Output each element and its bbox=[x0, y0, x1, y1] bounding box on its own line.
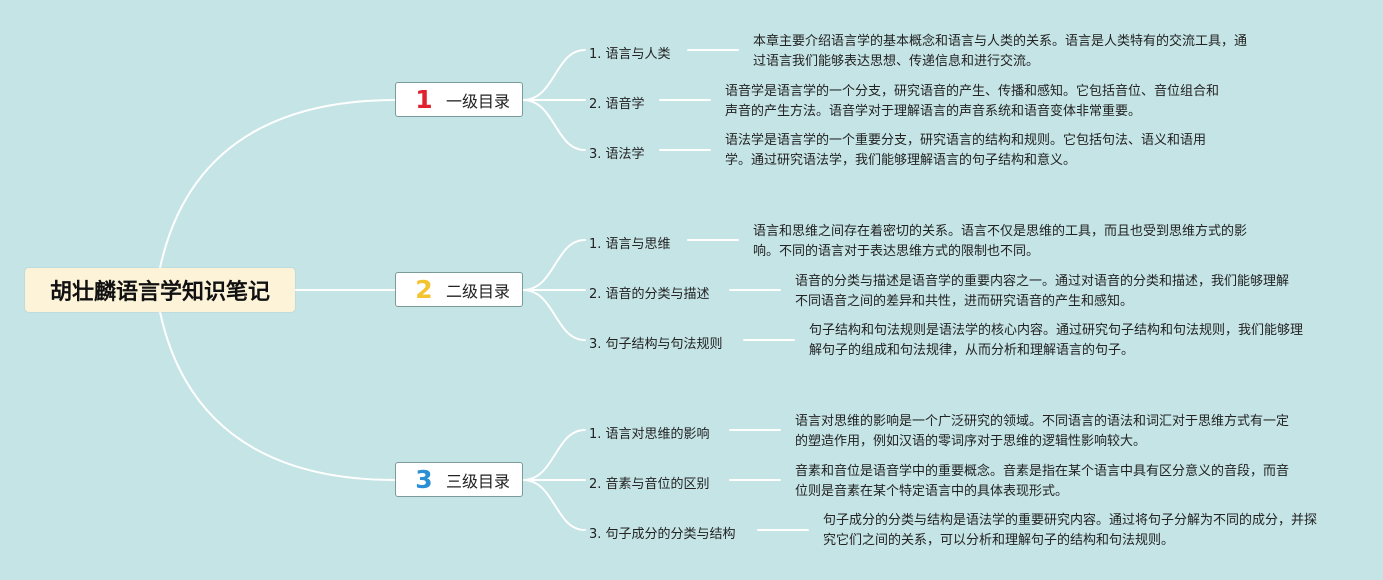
connector-root-branch-3 bbox=[159, 311, 396, 481]
subtopic-2-3[interactable]: 3. 句子结构与句法规则 bbox=[589, 337, 723, 352]
subtopic-1-1[interactable]: 1. 语言与人类 bbox=[589, 47, 671, 62]
subtopic-2-2[interactable]: 2. 语音的分类与描述 bbox=[589, 287, 710, 302]
connector-root-branch-1 bbox=[159, 99, 396, 269]
branch-label-2: 二级目录 bbox=[446, 281, 511, 301]
description-1-3[interactable]: 语法学是语言学的一个重要分支，研究语言的结构和规则。它包括句法、语义和语用学。通… bbox=[725, 133, 1207, 168]
subtopic-3-3[interactable]: 3. 句子成分的分类与结构 bbox=[589, 527, 736, 542]
description-3-2[interactable]: 音素和音位是语音学中的重要概念。音素是指在某个语言中具有区分意义的音段，而音位则… bbox=[795, 464, 1290, 499]
description-3-1[interactable]: 语言对思维的影响是一个广泛研究的领域。不同语言的语法和词汇对于思维方式有一定的塑… bbox=[795, 414, 1290, 449]
branch-number-2: 2 bbox=[415, 275, 433, 304]
description-1-2[interactable]: 语音学是语言学的一个分支，研究语音的产生、传播和感知。它包括音位、音位组合和声音… bbox=[725, 84, 1220, 119]
description-2-3[interactable]: 句子结构和句法规则是语法学的核心内容。通过研究句子结构和句法规则，我们能够理解句… bbox=[809, 323, 1304, 358]
connector-branch-1-sub-1 bbox=[522, 49, 586, 101]
connector-branch-2-sub-3 bbox=[522, 289, 586, 341]
description-3-3[interactable]: 句子成分的分类与结构是语法学的重要研究内容。通过将句子分解为不同的成分，并探究它… bbox=[823, 513, 1318, 548]
root-topic[interactable]: 胡壮麟语言学知识笔记 bbox=[25, 268, 295, 312]
subtopic-1-2[interactable]: 2. 语音学 bbox=[589, 97, 645, 112]
connector-branch-1-sub-3 bbox=[522, 99, 586, 151]
subtopic-3-1[interactable]: 1. 语言对思维的影响 bbox=[589, 427, 710, 442]
branch-topic-2[interactable]: 2 二级目录 bbox=[395, 272, 523, 307]
branch-label-1: 一级目录 bbox=[446, 91, 511, 111]
branch-number-3: 3 bbox=[415, 465, 433, 494]
subtopic-2-1[interactable]: 1. 语言与思维 bbox=[589, 237, 671, 252]
branch-topic-3[interactable]: 3 三级目录 bbox=[395, 462, 523, 497]
description-2-2[interactable]: 语音的分类与描述是语音学的重要内容之一。通过对语音的分类和描述，我们能够理解不同… bbox=[795, 274, 1290, 309]
connector-branch-3-sub-3 bbox=[522, 479, 586, 531]
root-title: 胡壮麟语言学知识笔记 bbox=[49, 280, 270, 305]
branch-label-3: 三级目录 bbox=[446, 471, 511, 491]
branch-topic-1[interactable]: 1 一级目录 bbox=[395, 82, 523, 117]
connector-branch-2-sub-1 bbox=[522, 239, 586, 291]
description-2-1[interactable]: 语言和思维之间存在着密切的关系。语言不仅是思维的工具，而且也受到思维方式的影响。… bbox=[753, 224, 1248, 259]
subtopic-3-2[interactable]: 2. 音素与音位的区别 bbox=[589, 477, 710, 492]
subtopic-1-3[interactable]: 3. 语法学 bbox=[589, 147, 645, 162]
branch-number-1: 1 bbox=[415, 85, 433, 114]
description-1-1[interactable]: 本章主要介绍语言学的基本概念和语言与人类的关系。语言是人类特有的交流工具，通过语… bbox=[753, 34, 1248, 69]
connector-branch-3-sub-1 bbox=[522, 429, 586, 481]
